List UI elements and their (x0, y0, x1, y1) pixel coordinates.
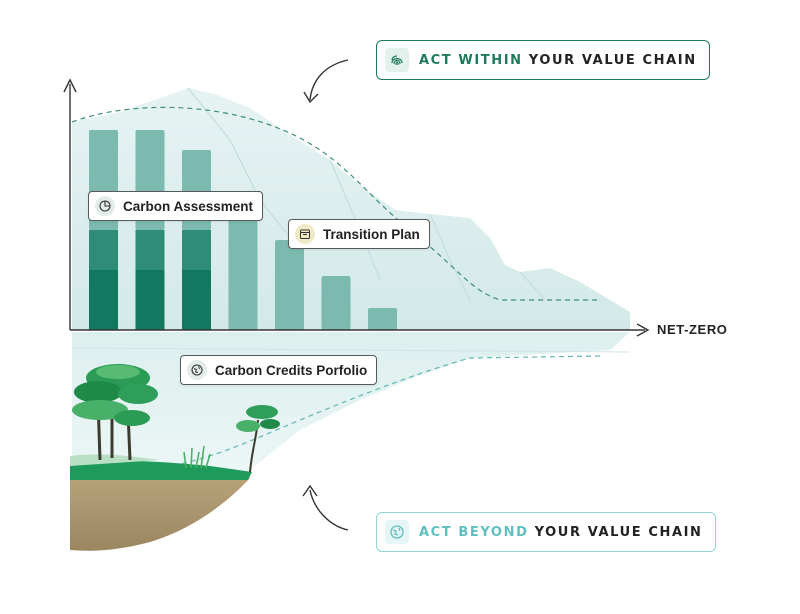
tree-cluster (72, 364, 158, 461)
bar-1-segment-2 (89, 230, 118, 270)
label-carbon-credits: Carbon Credits Porfolio (180, 355, 378, 385)
reeds (183, 445, 211, 469)
trajectory-dashed-top (71, 106, 600, 301)
grass-strip-light (70, 454, 160, 466)
bar-4-segment-3 (228, 210, 258, 330)
globe-icon (187, 360, 207, 380)
bar-1-segment-1 (89, 270, 118, 330)
bar-5-segment-3 (275, 240, 304, 330)
soil-ground (70, 478, 250, 551)
bar-7-segment-3 (368, 308, 397, 330)
reflection-shape (72, 332, 630, 548)
bar-3-segment-1 (182, 270, 211, 330)
trajectory-dashed-bottom (72, 355, 601, 471)
curved-arrow-bottom (309, 489, 349, 531)
bar-2-segment-1 (135, 270, 165, 330)
carbon-credits-text: Carbon Credits Porfolio (215, 362, 368, 378)
fingerprint-icon (385, 48, 409, 72)
curved-arrow-top (309, 59, 349, 101)
callout-act-within: ACT WITHIN YOUR VALUE CHAIN (376, 40, 710, 80)
callout-bottom-rest: YOUR VALUE CHAIN (534, 524, 703, 540)
x-axis-arrow (636, 323, 650, 337)
callout-top-rest: YOUR VALUE CHAIN (528, 52, 697, 68)
callout-act-beyond: ACT BEYOND YOUR VALUE CHAIN (376, 512, 716, 552)
callout-top-accent: ACT WITHIN (419, 52, 523, 68)
calendar-icon (295, 224, 315, 244)
carbon-assessment-text: Carbon Assessment (123, 198, 254, 214)
pie-chart-icon (95, 196, 115, 216)
bar-6-segment-3 (321, 276, 351, 330)
curved-arrow-bottom-head (302, 484, 318, 497)
label-transition-plan: Transition Plan (288, 219, 430, 249)
grass-strip (70, 460, 252, 480)
y-axis-arrow (63, 78, 77, 93)
water-line (71, 347, 631, 353)
callout-bottom-accent: ACT BEYOND (419, 524, 529, 540)
bar-3-segment-2 (182, 230, 211, 270)
transition-plan-text: Transition Plan (323, 226, 420, 242)
x-axis-label: NET-ZERO (657, 322, 728, 337)
curved-arrow-top-head (303, 91, 319, 104)
label-carbon-assessment: Carbon Assessment (88, 191, 264, 221)
globe-icon (385, 520, 409, 544)
bar-2-segment-2 (135, 230, 165, 270)
small-tree (236, 405, 280, 473)
